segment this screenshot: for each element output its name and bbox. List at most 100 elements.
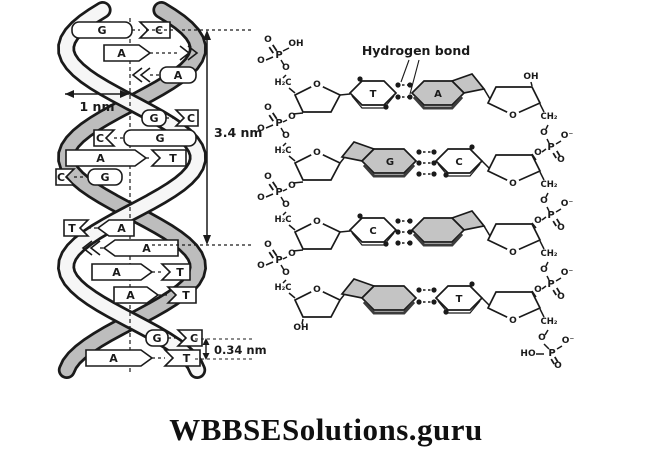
atom-dot: [357, 76, 363, 82]
bond: [280, 127, 285, 134]
atom-dot: [357, 213, 363, 219]
base-shape-bracket: [176, 329, 203, 347]
bond: [288, 292, 296, 299]
base-3d-edge: [351, 232, 395, 246]
bond: [546, 275, 550, 281]
bond: [265, 193, 274, 198]
oxygen-label: O: [534, 285, 542, 295]
oxygen-label: O: [264, 35, 272, 45]
bond: [554, 356, 559, 363]
purine-base: [410, 80, 466, 106]
ring-oxygen-label: O: [509, 111, 517, 121]
leader-line: [400, 59, 410, 83]
bond: [271, 44, 278, 52]
bond: [271, 112, 278, 120]
double-helix-diagram: [57, 1, 207, 379]
atom-dot: [383, 241, 389, 247]
phosphorus-label: P: [547, 142, 554, 153]
pyrimidine-base: [434, 285, 484, 311]
phosphorus-label: P: [548, 348, 555, 359]
atom-dot: [431, 160, 437, 166]
purine-base: [360, 148, 418, 174]
bond: [545, 261, 549, 267]
ring-oxygen-halo: [310, 282, 324, 296]
oxygen-label: O: [554, 361, 562, 371]
oxygen-label: O: [288, 249, 296, 259]
oxygen-label: O: [282, 63, 290, 73]
arrowhead-right: [120, 90, 129, 98]
ring-oxygen-label: O: [313, 285, 321, 295]
atom-dot: [416, 160, 422, 166]
base-3d-edge: [437, 300, 481, 314]
phosphorus-label: P: [547, 279, 554, 290]
base-letter: T: [169, 152, 177, 165]
atom-dot: [416, 287, 422, 293]
bond: [555, 277, 562, 282]
oxygen-label: O: [557, 292, 565, 302]
hydroxyl-label: OH: [293, 323, 308, 333]
base-letter: A: [96, 152, 105, 165]
hydroxyl-label: OH: [288, 39, 303, 49]
deoxyribose-sugar-ring: [293, 83, 342, 113]
base-letter: G: [152, 332, 161, 345]
atom-dot: [416, 149, 422, 155]
measurement-1nm: 1 nm: [65, 90, 129, 114]
bond: [555, 208, 562, 213]
bond: [539, 103, 545, 113]
oxygen-label: O: [257, 193, 265, 203]
base-letter: A: [174, 69, 183, 82]
bond: [543, 343, 550, 350]
bond: [268, 183, 275, 191]
bond: [301, 318, 304, 325]
pyrimidine-base: [434, 148, 484, 174]
atom-dot: [395, 94, 401, 100]
bond: [556, 287, 561, 294]
bond: [541, 285, 547, 290]
ring-oxygen-halo: [310, 77, 324, 91]
front-strand-ribbon: [59, 3, 205, 377]
base-letter: A: [126, 289, 135, 302]
ring-oxygen-halo: [310, 214, 324, 228]
base-3d-edge: [362, 163, 416, 178]
ring-oxygen-halo: [506, 245, 520, 259]
arrowhead-up: [202, 338, 210, 345]
oxygen-label: O: [538, 333, 546, 343]
ring-oxygen-label: O: [313, 80, 321, 90]
oxygen-label: O: [534, 216, 542, 226]
oxygen-label: O: [282, 131, 290, 141]
bond: [282, 119, 288, 123]
ring-oxygen-halo: [506, 108, 520, 122]
bond: [481, 297, 490, 306]
bond: [539, 240, 545, 250]
base-shape-bracket: [160, 263, 191, 281]
bond: [552, 220, 557, 227]
ch2-label: CH₂: [540, 112, 557, 122]
ring-oxygen-label: O: [313, 148, 321, 158]
atom-dot: [443, 309, 449, 315]
bond: [556, 345, 563, 350]
base-letter: T: [183, 352, 191, 365]
base-letter: G: [149, 112, 158, 125]
base-shape-bracket: [55, 168, 76, 186]
base-shape-bracket: [166, 286, 197, 304]
base-letter: C: [190, 332, 198, 345]
base-shape: [159, 66, 197, 84]
atom-dot: [395, 218, 401, 224]
arrowhead-down: [202, 353, 210, 360]
base-shape-bracket: [150, 149, 187, 167]
ch2-label: CH₂: [540, 180, 557, 190]
bond: [268, 114, 275, 122]
bond: [282, 188, 288, 192]
pyrimidine-base: [348, 80, 398, 106]
bond: [546, 138, 550, 144]
bond: [282, 74, 287, 79]
ch2-label: CH₂: [540, 249, 557, 259]
atom-dot: [407, 218, 413, 224]
base-letter: A: [109, 352, 118, 365]
bond: [539, 171, 545, 181]
base-letter: C: [96, 132, 104, 145]
base-shape-arrow: [113, 286, 160, 304]
bond: [556, 218, 561, 225]
hydrogen-bond-callout: Hydrogen bond: [362, 43, 470, 95]
